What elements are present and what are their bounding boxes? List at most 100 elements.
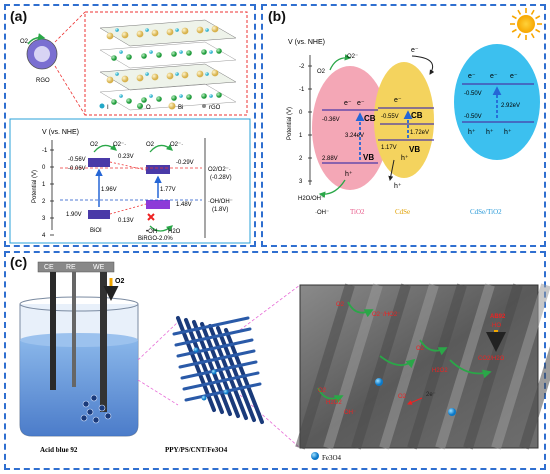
panel-a (4, 4, 256, 247)
mesh-strand (172, 316, 250, 336)
fe3o4-legend-ball (311, 452, 319, 460)
solution-surface (20, 333, 138, 347)
tick-b: 3 (299, 179, 303, 185)
sem-fiber (407, 283, 467, 450)
cdse-vb: VB (409, 145, 420, 154)
mesh-particle (201, 395, 207, 401)
sun-disc (517, 15, 535, 33)
lattice-atom (181, 71, 189, 79)
lattice-atom (126, 54, 132, 60)
sem-fiber (463, 283, 523, 450)
sun-ray (530, 9, 535, 15)
rgo-gap: 1.77V (160, 187, 176, 193)
co2-label: CO2/H2O (478, 356, 505, 362)
lattice-atom (119, 50, 123, 54)
oh-sem: OH⁻ (344, 410, 356, 416)
lattice-atom (186, 50, 192, 56)
tio2-e2: e⁻ (357, 100, 365, 107)
comp-gap: 2.92eV (501, 103, 520, 109)
biooi-gap: 1.96V (101, 187, 117, 193)
ab92-label: AB92 (490, 314, 506, 320)
tick-a: 1 (42, 182, 46, 188)
material-label: PPY/PS/CNT/Fe3O4 (165, 446, 228, 454)
lattice-atom (196, 26, 204, 34)
o2-b: O2 (317, 69, 326, 75)
lattice-atom (115, 28, 119, 32)
fe3o4-legend: Fe3O4 (322, 454, 342, 462)
sun-ray (511, 15, 517, 20)
electrode-ce: CE (44, 264, 54, 271)
sem-fiber (519, 346, 550, 450)
h2o-b: H2O/OH⁻ (298, 196, 324, 202)
tio2-gap: 3.24eV (345, 133, 364, 139)
lattice-atom (175, 72, 179, 76)
lattice-atom (119, 94, 123, 98)
lattice-atom (106, 32, 114, 40)
sem-image (295, 283, 550, 460)
lattice-atom (166, 72, 174, 80)
sun-ray (530, 33, 535, 39)
mesh-strand (208, 324, 248, 420)
sem-fiber (435, 283, 495, 450)
tio2-vb: VB (363, 153, 374, 162)
rgo-vb (146, 200, 170, 209)
lattice-atom (179, 50, 183, 54)
lattice-atom (166, 28, 174, 36)
panel-b-text: O2 ·O2⁻ e⁻ e⁻ e⁻ CB -0.36V 3.24eV VB 2.8… (298, 47, 520, 216)
lattice-atom (181, 27, 189, 35)
bubble (104, 412, 112, 420)
o2rad-b: ·O2⁻ (345, 54, 358, 60)
panel-a-band-text: -0.56V -0.06V 1.96V 1.90V BiOI -0.29V 1.… (66, 142, 233, 242)
rgo-core (34, 46, 50, 62)
mesh-strand (182, 371, 260, 391)
panel-c-text: CE RE WE O2 Acid blue 92 PPY/PS/CNT/Fe3O… (40, 264, 506, 462)
cdse-gap: 1.72eV (410, 130, 429, 136)
legend-o: O (146, 105, 151, 111)
lattice-atom (145, 28, 149, 32)
fe3o4-particle (375, 378, 383, 386)
lattice-atom (145, 72, 149, 76)
lattice-atom (115, 72, 119, 76)
fe3o4-particle (448, 408, 456, 416)
cdse-name: CdSe (395, 208, 410, 216)
cdse-h: h⁺ (401, 155, 409, 162)
mesh-strand (176, 338, 254, 358)
biooi-cb2-value: -0.06V (68, 166, 86, 172)
lattice-atom (216, 92, 222, 98)
lattice-atom (141, 97, 147, 103)
rgo-vb-value: 1.48V (176, 202, 192, 208)
h2o-label-a: H2O (168, 229, 181, 235)
rgo-cb-value: -0.29V (176, 160, 194, 166)
sun-ray (517, 33, 522, 39)
lattice-atom (186, 94, 192, 100)
bubble (82, 400, 90, 408)
oh-couple-v: (1.8V) (212, 207, 228, 213)
o2-sem-c: O2 (398, 394, 407, 400)
o2rad-right: O2⁻· (170, 142, 183, 148)
o2-right: O2 (146, 142, 155, 148)
mesh-particle (223, 389, 229, 395)
tio2-cb-value: -0.36V (322, 117, 340, 123)
bubble (86, 408, 94, 416)
lattice-atom (211, 69, 219, 77)
lattice-atom (149, 94, 153, 98)
lattice-atom (121, 75, 129, 83)
lattice-atom (121, 31, 129, 39)
lattice-atom (156, 96, 162, 102)
o2-c: O2 (115, 278, 124, 285)
tick-b: 0 (299, 110, 303, 116)
lattice-atoms (106, 25, 222, 105)
lattice-atom (216, 48, 222, 54)
panel-a-label: (a) (10, 8, 28, 24)
bubble (92, 416, 100, 424)
tio2-name: TiO2 (350, 208, 365, 216)
panel-a-band-box (9, 118, 251, 244)
electrode-re: RE (66, 264, 76, 271)
lattice-atom (106, 76, 114, 84)
rgo-cb (146, 165, 170, 174)
mesh-strand (184, 382, 262, 402)
lattice-atom (151, 73, 159, 81)
we-electrode (100, 272, 107, 412)
lattice-atom (111, 99, 117, 105)
